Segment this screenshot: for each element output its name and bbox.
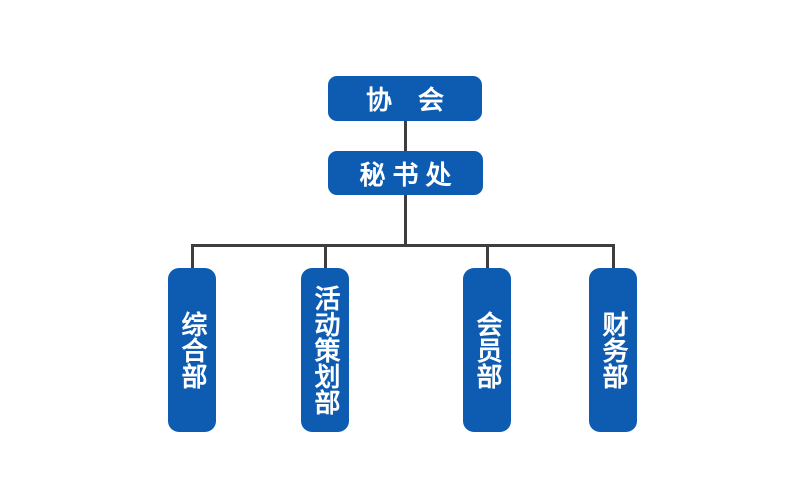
- connector-drop-general: [190, 245, 194, 269]
- connector-drop-finance: [611, 245, 615, 269]
- org-node-event-planning-department-label: 活动策划部: [310, 285, 340, 415]
- connector-horizontal-bar: [190, 244, 615, 247]
- connector-drop-event-planning: [323, 245, 327, 269]
- org-node-finance-department: 财务部: [589, 268, 637, 432]
- org-node-association-label: 协 会: [365, 86, 444, 116]
- connector-secretariat-trunk: [403, 194, 407, 245]
- org-node-finance-department-label: 财务部: [598, 311, 628, 389]
- org-node-secretariat-label: 秘书处: [359, 160, 459, 191]
- org-node-association: 协 会: [328, 76, 482, 121]
- org-node-general-department-label: 综合部: [177, 311, 207, 389]
- org-node-general-department: 综合部: [168, 268, 216, 432]
- connector-drop-membership: [485, 245, 489, 269]
- org-node-secretariat: 秘书处: [328, 151, 483, 195]
- org-node-membership-department: 会员部: [463, 268, 511, 432]
- org-node-membership-department-label: 会员部: [472, 311, 502, 389]
- connector-root-secretariat: [403, 120, 407, 152]
- org-node-event-planning-department: 活动策划部: [301, 268, 349, 432]
